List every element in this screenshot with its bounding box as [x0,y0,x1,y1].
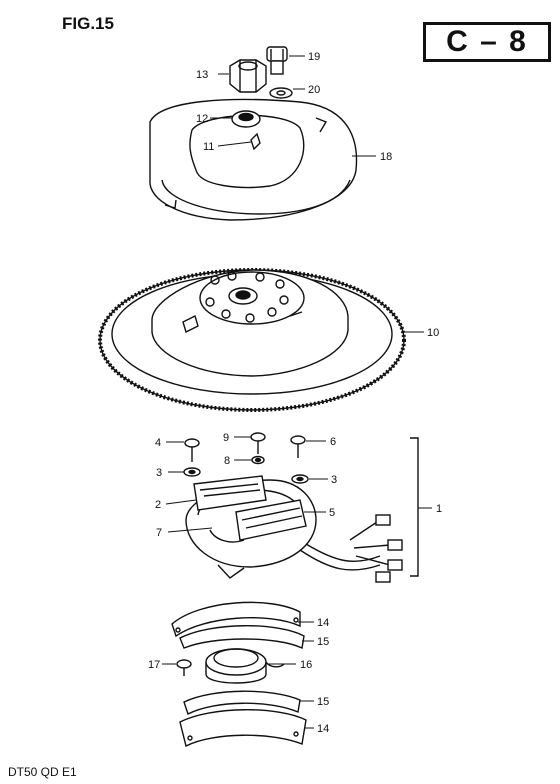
part-number: 6 [330,436,336,448]
section-code-box: C – 8 [423,22,551,62]
key-11 [250,132,261,151]
washer-8 [251,455,265,465]
washer-3-left [183,467,201,477]
shim-15-bottom [183,690,301,715]
collar-16 [205,648,285,684]
part-number: 19 [308,51,320,63]
part-number: 9 [223,432,229,444]
part-number: 1 [436,503,442,515]
leader-lines [162,55,432,729]
stator-assembly-1 [185,475,403,583]
part-number: 15 [317,696,329,708]
figure-label: FIG.15 [62,14,114,33]
part-number: 10 [427,327,439,339]
screw-4 [184,438,200,462]
part-number: 13 [196,69,208,81]
part-number: 3 [156,467,162,479]
screw-9 [250,432,266,454]
plate-14-top [171,601,301,638]
part-number: 5 [329,507,335,519]
screw-6 [290,435,306,458]
section-code: C – 8 [446,25,528,58]
part-number: 8 [224,455,230,467]
part-number: 14 [317,723,329,735]
model-code: DT50 QD E1 [8,765,77,779]
part-number: 15 [317,636,329,648]
plate-14-bottom [179,709,307,748]
part-number: 16 [300,659,312,671]
part-number: 20 [308,84,320,96]
boss-12 [231,110,261,128]
part-number: 12 [196,113,208,125]
part-number: 7 [156,527,162,539]
part-labels: 19 13 20 12 11 18 10 4 9 6 8 3 3 1 2 5 7… [148,51,442,735]
part-number: 4 [155,437,161,449]
bolt-19 [266,46,288,75]
washer-20 [269,87,293,99]
washer-3-right [291,474,309,484]
part-number: 17 [148,659,160,671]
nut-13 [229,59,267,93]
part-number: 18 [380,151,392,163]
part-number: 2 [155,499,161,511]
shim-15-top [179,625,305,650]
part-number: 11 [203,141,214,153]
part-number: 14 [317,617,329,629]
screw-17 [176,659,192,676]
flywheel-cover-18 [149,98,358,221]
bracket-assembly-1 [410,437,419,577]
flywheel-10 [98,268,406,412]
part-number: 3 [331,474,337,486]
